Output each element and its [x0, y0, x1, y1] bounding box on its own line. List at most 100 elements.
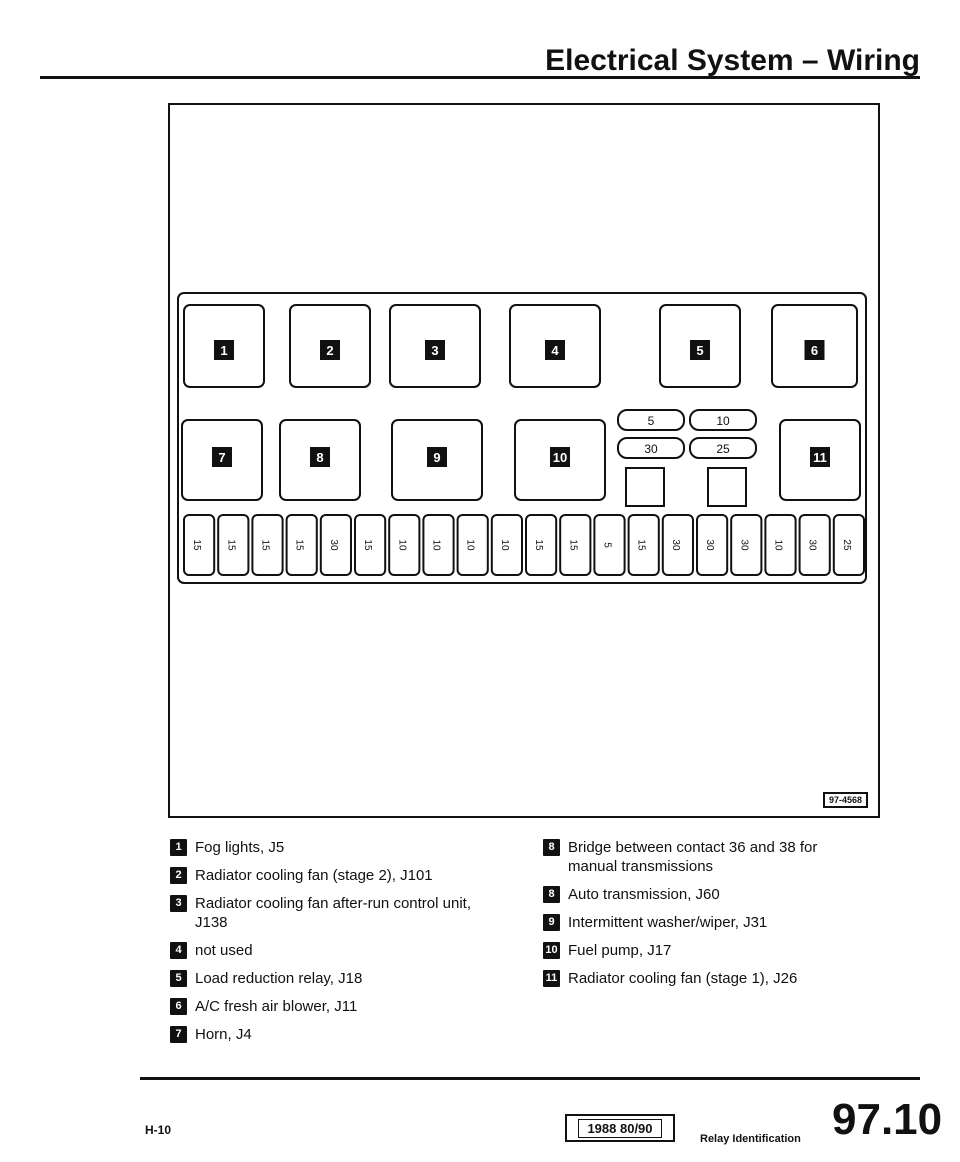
fuse-rating: 15 [260, 539, 271, 551]
fuse [217, 514, 250, 576]
legend-number-badge: 11 [543, 970, 560, 987]
small-fuse [689, 409, 757, 431]
fuse-rating: 10 [773, 539, 784, 551]
page-header-title: Electrical System – Wiring [545, 44, 920, 77]
legend-text: Intermittent washer/wiper, J31 [568, 914, 768, 931]
legend-right-column: 8 Bridge between contact 36 and 38 for ma… [543, 838, 863, 997]
legend-text: Radiator cooling fan after-run control u… [195, 895, 471, 931]
fuse-rating: 25 [841, 539, 852, 551]
fuse-rating: 30 [328, 539, 339, 551]
fuse-rating: 15 [533, 539, 544, 551]
relay-top-label: 3 [431, 343, 438, 358]
small-fuse-rating: 5 [648, 414, 655, 428]
relay-top-badge [804, 340, 825, 360]
relay-socket-bottom [514, 419, 606, 501]
relay-socket-top [509, 304, 601, 388]
relay-socket-top [183, 304, 265, 388]
relay-top-badge [690, 340, 710, 360]
fuse [354, 514, 387, 576]
legend-number-badge: 10 [543, 942, 560, 959]
connector-square [707, 467, 747, 507]
legend-item: 7 Horn, J4 [170, 1025, 490, 1044]
fuse [285, 514, 318, 576]
relay-top-label: 1 [220, 343, 227, 358]
legend-item: 6 A/C fresh air blower, J11 [170, 997, 490, 1016]
fuse-rating: 15 [636, 539, 647, 551]
fuse [422, 514, 455, 576]
fuse-rating: 30 [807, 539, 818, 551]
legend-text: Radiator cooling fan (stage 1), J26 [568, 970, 798, 987]
relay-top-badge [545, 340, 565, 360]
legend-number-badge: 4 [170, 942, 187, 959]
fuse-rating: 10 [499, 539, 510, 551]
small-fuse-rating: 10 [716, 414, 730, 428]
edition-label: 1988 80/90 [578, 1118, 662, 1138]
legend-number-badge: 3 [170, 895, 187, 912]
relay-socket-top [289, 304, 371, 388]
legend-text: A/C fresh air blower, J11 [195, 998, 358, 1015]
relay-bottom-label: 8 [316, 450, 323, 465]
fuse [319, 514, 353, 576]
header-rule [40, 76, 920, 79]
legend-number-badge: 9 [543, 914, 560, 931]
fuse [456, 514, 489, 576]
relay-bottom-badge [310, 447, 330, 467]
fuse [627, 514, 660, 576]
fuse [593, 514, 626, 576]
fuse [661, 514, 694, 576]
fuse-rating: 30 [704, 539, 715, 551]
edition-box: 1988 80/90 [565, 1114, 675, 1142]
relay-socket-top [771, 304, 858, 388]
legend-number-badge: 7 [170, 1026, 187, 1043]
fuse-rating: 15 [567, 539, 578, 551]
legend-text: Fuel pump, J17 [568, 942, 672, 959]
small-fuse [689, 437, 757, 459]
relay-bottom-badge [550, 447, 570, 467]
relay-socket-top [659, 304, 741, 388]
relay-socket-top [389, 304, 481, 388]
fuse-rating: 15 [191, 539, 202, 551]
legend-number-badge: 2 [170, 867, 187, 884]
page-number: 97.10 [832, 1095, 943, 1144]
fuse [251, 514, 284, 576]
fuse [730, 514, 763, 576]
fuse [183, 514, 216, 576]
relay-top-badge [320, 340, 340, 360]
page-label: H-10 [145, 1123, 172, 1137]
relay-top-label: 4 [551, 343, 559, 358]
legend-item: 9 Intermittent washer/wiper, J31 [543, 913, 863, 932]
fuse [388, 514, 421, 576]
legend-number-badge: 5 [170, 970, 187, 987]
relay-top-label: 5 [696, 343, 703, 358]
fuse-rating: 15 [294, 539, 305, 551]
fuse-rating: 5 [602, 542, 613, 548]
legend-text: Horn, J4 [195, 1026, 252, 1043]
relay-bottom-label: 11 [813, 450, 827, 465]
relay-top-badge [214, 340, 234, 360]
panel-outline [177, 292, 867, 584]
legend-item: 10 Fuel pump, J17 [543, 941, 863, 960]
legend-number-badge: 6 [170, 998, 187, 1015]
relay-socket-bottom [279, 419, 361, 501]
legend-item: 3 Radiator cooling fan after-run control … [170, 894, 490, 932]
small-fuse [617, 437, 685, 459]
legend-item: 11 Radiator cooling fan (stage 1), J26 [543, 969, 863, 988]
fuse [696, 514, 729, 576]
fuse-rating: 30 [738, 539, 749, 551]
relay-top-label: 6 [811, 343, 818, 358]
small-fuse-rating: 30 [644, 442, 658, 456]
fuse-rating: 10 [396, 539, 407, 551]
legend-item: 8 Bridge between contact 36 and 38 for ma… [543, 838, 863, 876]
relay-bottom-label: 10 [553, 450, 567, 465]
fuse-rating: 10 [431, 539, 442, 551]
relay-bottom-badge [427, 447, 447, 467]
legend-number-badge: 8 [543, 839, 560, 856]
legend-text: Bridge between contact 36 and 38 for man… [568, 839, 818, 875]
